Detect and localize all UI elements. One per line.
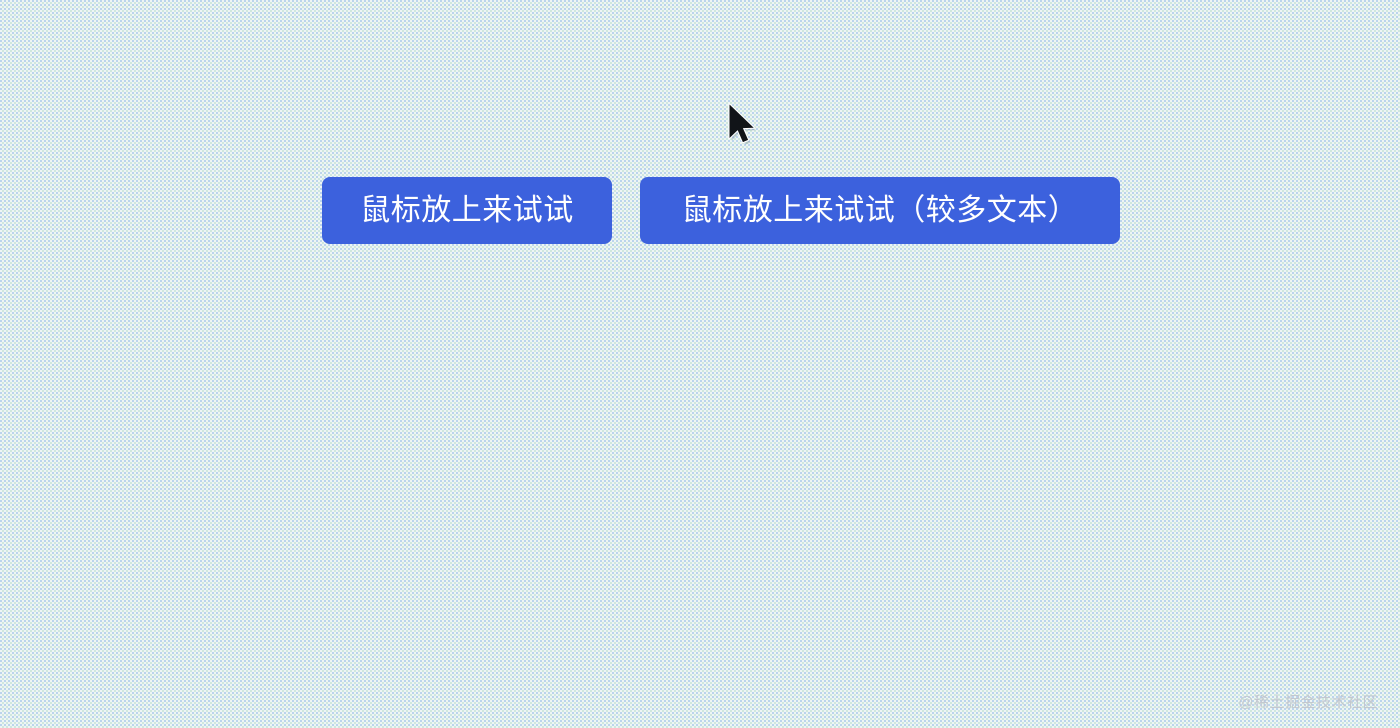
watermark-text: @稀土掘金技术社区 (1238, 694, 1378, 711)
button-row: 鼠标放上来试试 鼠标放上来试试（较多文本） (322, 177, 1120, 244)
mouse-cursor (727, 103, 761, 149)
hover-button-short[interactable]: 鼠标放上来试试 (322, 177, 612, 244)
hover-button-long[interactable]: 鼠标放上来试试（较多文本） (640, 177, 1120, 244)
arrow-pointer-icon (728, 103, 756, 145)
